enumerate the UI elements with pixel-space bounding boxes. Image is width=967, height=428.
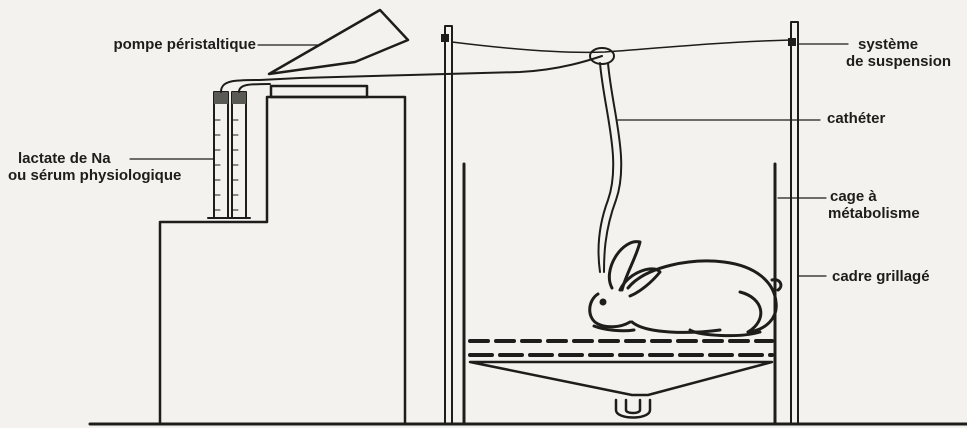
right-rod	[788, 21, 799, 425]
burette-right	[231, 91, 247, 219]
label-lactate-line1: lactate de Na	[18, 150, 111, 167]
suspension-wire	[451, 39, 792, 54]
rabbit	[588, 240, 783, 338]
label-suspension: système de suspension	[846, 36, 951, 70]
label-suspension-line2: de suspension	[846, 53, 952, 70]
label-cage: cage à métabolisme	[828, 188, 920, 222]
label-lactate-line2: ou sérum physiologique	[8, 167, 182, 184]
label-lactate: lactate de Na ou sérum physiologique	[8, 150, 214, 184]
catheter-tube	[597, 62, 615, 273]
pump-base	[269, 84, 369, 99]
label-frame: cadre grillagé	[832, 268, 930, 285]
label-cage-line2: métabolisme	[828, 205, 920, 222]
burette-left	[213, 91, 229, 219]
collection-cup	[614, 398, 652, 419]
label-suspension-line1: système	[858, 36, 919, 53]
label-cage-line1: cage à	[830, 188, 877, 205]
label-pump: pompe péristaltique	[113, 36, 256, 53]
left-rod	[441, 25, 453, 425]
burettes	[207, 91, 251, 219]
wire-mesh-floor	[468, 339, 774, 357]
peristaltic-pump	[267, 8, 410, 76]
pump-stand	[158, 95, 407, 426]
collection-funnel	[468, 360, 774, 397]
tubing	[220, 55, 603, 93]
label-catheter: cathéter	[827, 110, 886, 127]
catheter-loop	[589, 47, 615, 65]
leader-lines	[129, 43, 849, 277]
